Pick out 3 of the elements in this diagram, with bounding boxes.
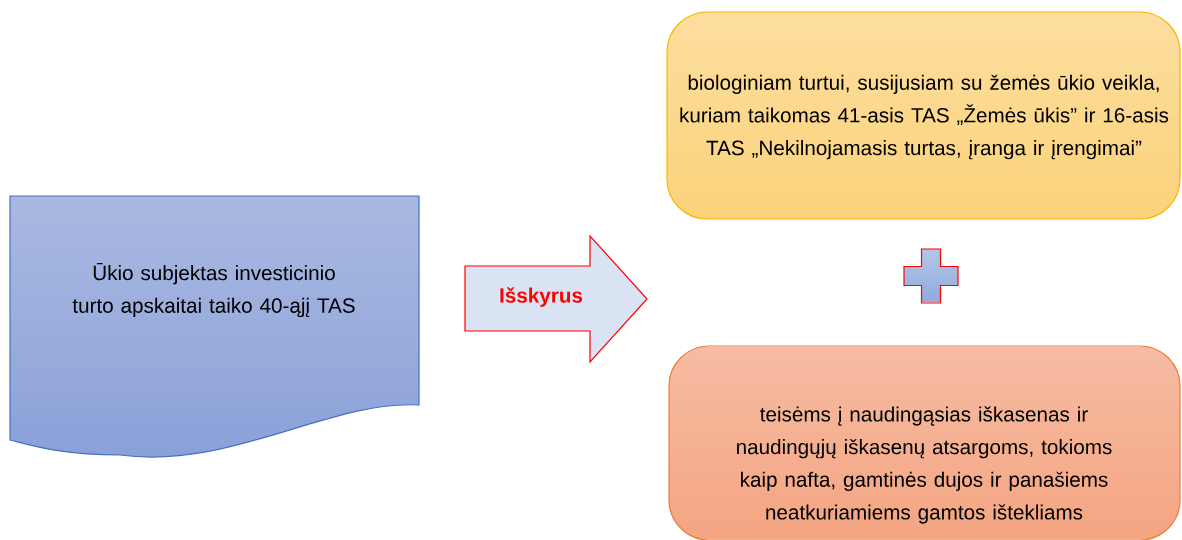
rounded-box: biologiniam turtui, susijusiam su žemės ūkio veikla, kuriam taikomas 41-asis TAS „Žemės ūkis” ir 16-asis TAS „Nekilnojamasis turtas, įranga ir įrengimai” — [666, 11, 1181, 220]
plus-sign — [903, 248, 959, 304]
rounded-box: teisėms į naudingąsias iškasenas ir naudingųjų iškasenų atsargoms, tokioms kaip nafta, gamtinės dujos ir panašiems neatkuriamiems gamtos ištekliams — [668, 345, 1181, 540]
